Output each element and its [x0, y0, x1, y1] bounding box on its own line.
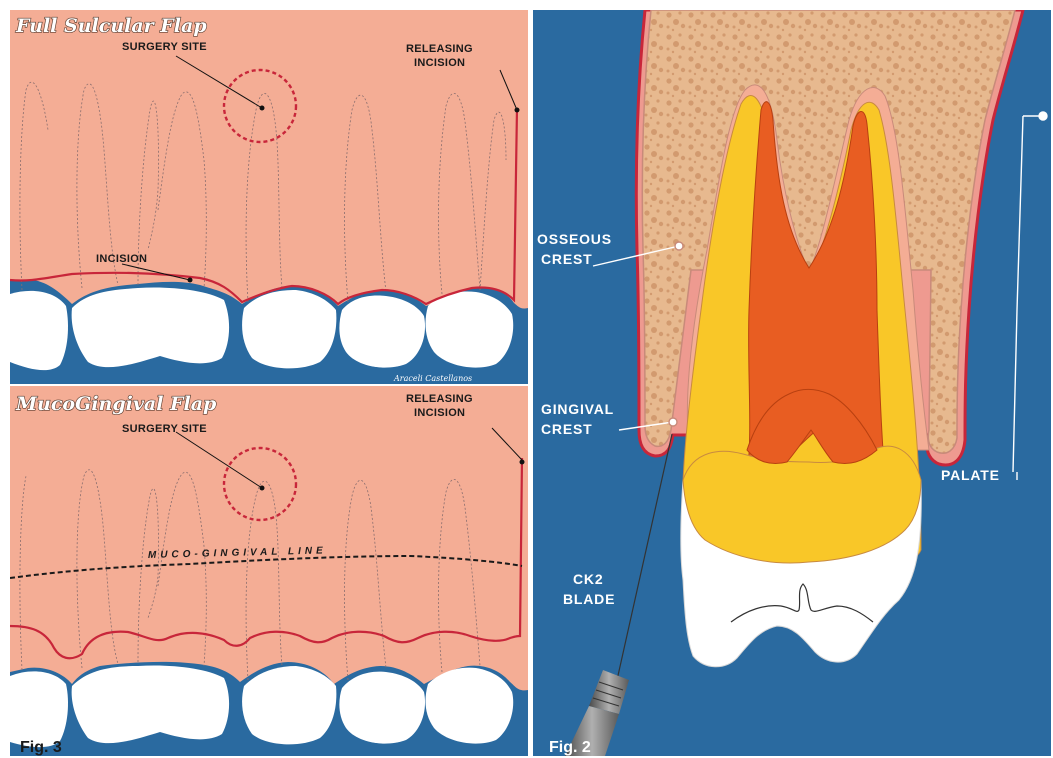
- fig3-label: Fig. 3: [20, 739, 62, 756]
- ck2-blade-label-line2: BLADE: [563, 591, 615, 607]
- mucogingival-flap-panel: MucoGingival Flap SURGERY SITE RELEASING…: [10, 386, 528, 756]
- releasing-incision-label-line1: RELEASING: [406, 393, 473, 405]
- gingival-crest-label-line2: CREST: [541, 421, 592, 437]
- releasing-incision-label-line2: INCISION: [414, 57, 465, 69]
- mucogingival-flap-illustration: MucoGingival Flap SURGERY SITE RELEASING…: [10, 386, 528, 756]
- osseous-crest-label-line1: OSSEOUS: [537, 231, 612, 247]
- releasing-incision-label-line2: INCISION: [414, 407, 465, 419]
- surgery-site-label: SURGERY SITE: [122, 423, 207, 435]
- ck2-blade-label-line1: CK2: [573, 571, 603, 587]
- full-sulcular-flap-illustration: Full Sulcular Flap SURGERY SITE RELEASIN…: [10, 10, 528, 384]
- surgery-site-label: SURGERY SITE: [122, 41, 207, 53]
- full-sulcular-flap-title: Full Sulcular Flap: [15, 15, 207, 37]
- osseous-crest-label-line2: CREST: [541, 251, 592, 267]
- tooth-cross-section-illustration: OSSEOUS CREST GINGIVAL CREST CK2 BLADE P…: [533, 10, 1051, 756]
- palate-label: PALATE: [941, 467, 1000, 483]
- mucogingival-flap-title: MucoGingival Flap: [15, 393, 217, 415]
- teeth: [10, 288, 513, 371]
- artist-signature: Araceli Castellanos: [393, 374, 472, 383]
- full-sulcular-flap-panel: Full Sulcular Flap SURGERY SITE RELEASIN…: [10, 10, 528, 384]
- teeth: [10, 666, 513, 748]
- releasing-incision-label-line1: RELEASING: [406, 43, 473, 55]
- fig2-label: Fig. 2: [549, 739, 591, 756]
- gingival-crest-label-line1: GINGIVAL: [541, 401, 614, 417]
- incision-label: INCISION: [96, 253, 147, 265]
- fig2-panel: OSSEOUS CREST GINGIVAL CREST CK2 BLADE P…: [533, 10, 1051, 756]
